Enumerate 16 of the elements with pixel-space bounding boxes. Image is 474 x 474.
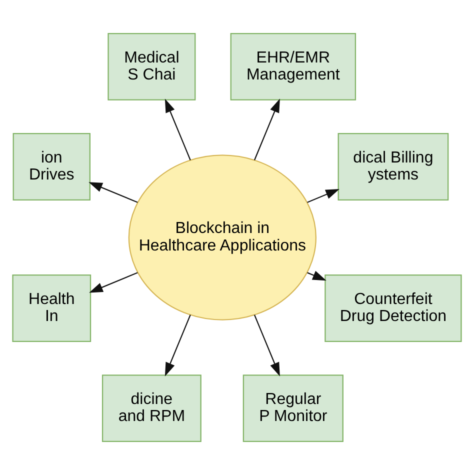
arrow bbox=[254, 98, 280, 160]
arrow bbox=[88, 182, 138, 202]
arrow bbox=[164, 98, 191, 160]
node-box: Regular P Monitor bbox=[242, 374, 344, 442]
node-box: Medical S Chai bbox=[108, 32, 196, 100]
arrow bbox=[307, 188, 340, 202]
node-box: ion Drives bbox=[12, 132, 90, 200]
arrow bbox=[164, 314, 191, 376]
node-box: EHR/EMR Management bbox=[230, 32, 356, 100]
arrow bbox=[307, 270, 326, 280]
arrow bbox=[89, 272, 138, 292]
node-box: dical Billing ystems bbox=[338, 132, 449, 200]
node-box: Health In bbox=[12, 274, 92, 342]
node-box: dicine and RPM bbox=[102, 374, 202, 442]
node-box: Counterfeit Drug Detection bbox=[324, 274, 462, 342]
arrow bbox=[254, 314, 280, 376]
